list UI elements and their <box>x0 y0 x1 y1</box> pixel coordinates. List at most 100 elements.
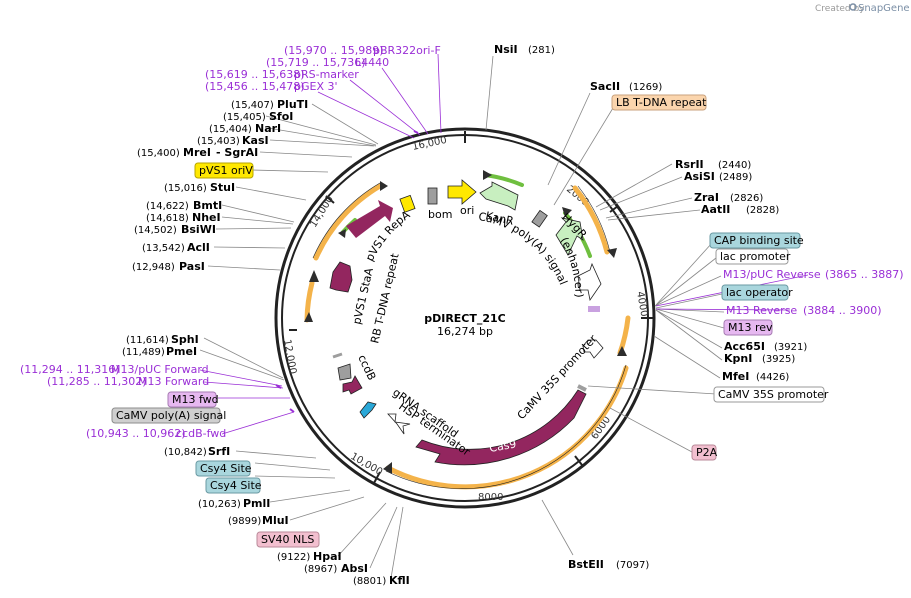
site-stui-name: StuI <box>210 181 235 194</box>
ori-arrow[interactable] <box>447 179 477 205</box>
arrow-head-5 <box>617 346 627 356</box>
camv35s-box <box>713 386 825 403</box>
sv40-text: SV40 NLS <box>261 533 314 546</box>
hsp-terminator-arrow[interactable] <box>387 413 411 435</box>
green-arrow-head-2 <box>562 207 572 217</box>
orange-arc-outlines <box>312 182 627 489</box>
camv-polya-feature[interactable] <box>531 209 548 228</box>
site-kasi-pos: (15,403) <box>197 136 240 147</box>
tick-4000: 4000 <box>634 291 649 318</box>
site-sfoi-name: SfoI <box>269 110 293 123</box>
site-nsii-name: NsiI <box>494 43 518 56</box>
site-absi-name: AbsI <box>341 562 368 575</box>
primer-pbr322-name: pBR322ori-F <box>373 44 441 57</box>
ccdb-gray-feature[interactable] <box>337 363 352 381</box>
plasmid-size: 16,274 bp <box>437 325 493 338</box>
site-hpai-pos: (9122) <box>277 552 310 563</box>
site-pluti-pos: (15,407) <box>231 100 274 111</box>
enhancer-arrow-2[interactable] <box>582 339 604 359</box>
primer-pgex-name: pGEX 3' <box>294 80 338 93</box>
pvs1-oriv-feature[interactable] <box>399 194 416 213</box>
green-arrow-head-1 <box>483 170 492 180</box>
green-arc-top <box>483 173 524 187</box>
site-kfli-name: KflI <box>389 574 410 587</box>
m13-rev-box <box>723 319 773 336</box>
pvs1-repa-arrow[interactable] <box>346 200 393 238</box>
csy4-site-b-text: Csy4 Site <box>210 479 262 492</box>
primer-pbr322-range: (15,970 .. 15,989) <box>284 44 384 57</box>
site-zrai-name: ZraI <box>694 191 719 204</box>
lac-operator-marker[interactable] <box>588 306 600 312</box>
lac-operator-box <box>721 284 789 301</box>
primer-l4440-name: L4440 <box>355 56 389 69</box>
primer-m13puc-fwd-range: (11,294 .. 11,316) <box>20 363 120 376</box>
site-hpai-name: HpaI <box>313 550 342 563</box>
orange-arc-bottom <box>385 365 629 490</box>
primer-m13-reverse-range: (3884 .. 3900) <box>803 304 882 317</box>
lac-operator-text: lac operator <box>726 286 793 299</box>
site-nsii-pos: (281) <box>528 45 555 56</box>
enhancer-arrow-1[interactable] <box>577 262 602 302</box>
lb-tdna-box <box>611 94 707 111</box>
site-nhei-pos: (14,618) <box>146 213 189 224</box>
site-mfei-name: MfeI <box>722 370 749 383</box>
hygr-arrow[interactable] <box>555 217 584 256</box>
m13-fwd-text: M13 fwd <box>172 393 219 406</box>
site-bmti-name: BmtI <box>193 199 222 212</box>
site-mrei-name: MreI <box>183 146 211 159</box>
site-sphi-pos: (11,614) <box>126 335 169 346</box>
primer-prs-range: (15,619 .. 15,638) <box>205 68 305 81</box>
ccdb-label: ccdB <box>355 353 378 383</box>
kanr-arrow[interactable] <box>479 181 519 211</box>
site-kasi-name: KasI <box>242 134 269 147</box>
camv-polya-text: CaMV poly(A) signal <box>116 409 226 422</box>
cap-binding-text: CAP binding site <box>714 234 804 247</box>
site-nari-name: NarI <box>255 122 281 135</box>
site-srfi-name: SrfI <box>208 445 230 458</box>
primer-ccdb-fwd-name: ccdB-fwd <box>176 427 226 440</box>
orange-arc-top-left <box>313 183 383 261</box>
site-pasi-pos: (12,948) <box>132 262 175 273</box>
sv40-box <box>256 531 320 548</box>
site-mrei-pos: (15,400) <box>137 148 180 159</box>
arrow-head-1 <box>380 181 388 191</box>
site-sphi-name: SphI <box>171 333 199 346</box>
connector-lines <box>199 55 725 579</box>
camv35s-end-marker <box>577 384 587 392</box>
arrow-head-6 <box>383 462 392 474</box>
site-asisi-pos: (2489) <box>719 172 752 183</box>
m13-rev-text: M13 rev <box>728 321 773 334</box>
backbone-outer <box>274 127 656 509</box>
pvs1-staa-arrow[interactable] <box>329 261 353 293</box>
pvs1-oriv-box <box>194 162 254 179</box>
lac-promoter-text: lac promoter <box>720 250 791 263</box>
site-rsrii-pos: (2440) <box>718 160 751 171</box>
ccdb-arrow[interactable] <box>342 375 363 395</box>
camv-polya-box <box>111 407 221 424</box>
primer-pgex-range: (15,456 .. 15,478) <box>205 80 305 93</box>
site-rsrii-name: RsrII <box>675 158 704 171</box>
camv-polya-left-marker <box>332 352 343 359</box>
site-mlui-name: MluI <box>262 514 289 527</box>
site-stui-pos: (15,016) <box>164 183 207 194</box>
site-pmei-name: PmeI <box>166 345 197 358</box>
primer-prs-name: pRS-marker <box>294 68 359 81</box>
plasmid-name: pDIRECT_21C <box>424 312 506 325</box>
site-acc65i-pos: (3921) <box>774 342 807 353</box>
site-bsteii-name: BstEII <box>568 558 604 571</box>
site-aatii-pos: (2828) <box>746 205 779 216</box>
primer-m13-forward-name: M13 Forward <box>138 375 209 388</box>
arrow-head-2 <box>309 270 319 282</box>
kanr-label: KanR <box>484 209 515 228</box>
site-pmli-name: PmlI <box>243 497 270 510</box>
pvs1-staa-label: pVS1 StaA <box>350 266 376 325</box>
primer-m13puc-fwd-name: M13/pUC Forward <box>111 363 209 376</box>
grna-scaffold-feature[interactable] <box>359 401 377 419</box>
orange-arrow-heads <box>304 181 627 474</box>
camv35s-inner-label: CaMV 35S promoter <box>515 332 600 422</box>
site-acli-pos: (13,542) <box>142 243 185 254</box>
cas9-arrow[interactable] <box>415 389 587 466</box>
site-sfoi-pos: (15,405) <box>223 112 266 123</box>
rb-tdna-label: RB T-DNA repeat <box>368 252 402 345</box>
bom-feature[interactable] <box>427 187 438 205</box>
